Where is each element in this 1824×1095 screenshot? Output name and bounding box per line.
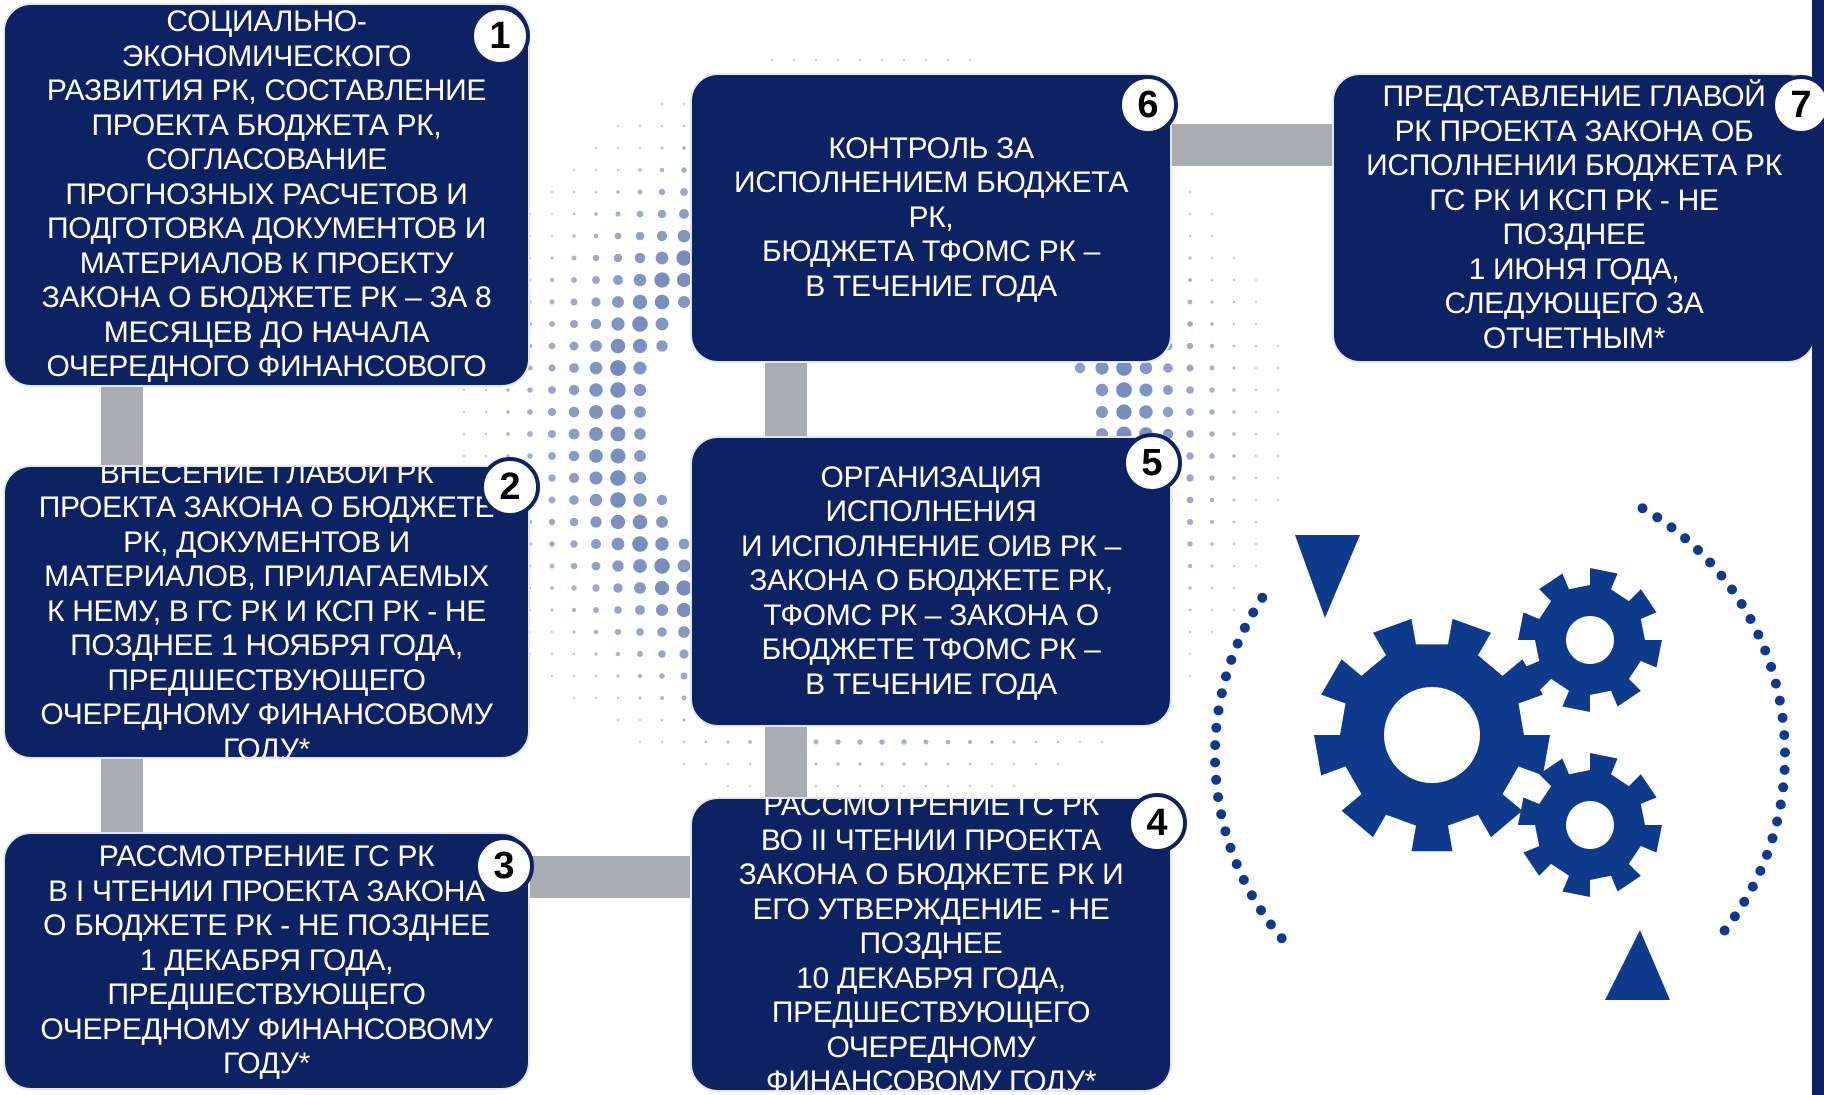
step-text-3: РАССМОТРЕНИЕ ГС РК В I ЧТЕНИИ ПРОЕКТА ЗА… xyxy=(40,840,493,1081)
large-gear-icon xyxy=(1314,618,1550,852)
connector-1-2 xyxy=(101,386,143,468)
connector-2-3 xyxy=(101,757,143,837)
step-box-3: РАССМОТРЕНИЕ ГС РК В I ЧТЕНИИ ПРОЕКТА ЗА… xyxy=(3,832,530,1090)
arrow-head-bottom-icon xyxy=(1605,930,1670,1000)
step-box-6: КОНТРОЛЬ ЗА ИСПОЛНЕНИЕМ БЮДЖЕТА РК, БЮДЖ… xyxy=(690,73,1172,363)
connector-3-4 xyxy=(525,856,691,898)
step-box-1: СОЦИАЛЬНО- ЭКОНОМИЧЕСКОГО РАЗВИТИЯ РК, С… xyxy=(3,3,530,387)
step-text-5: ОРГАНИЗАЦИЯ ИСПОЛНЕНИЯ И ИСПОЛНЕНИЕ ОИВ … xyxy=(740,460,1122,701)
step-number-badge-3: 3 xyxy=(474,836,534,896)
step-number-badge-5: 5 xyxy=(1122,433,1182,493)
step-number-badge-2: 2 xyxy=(480,457,540,517)
step-text-1: СОЦИАЛЬНО- ЭКОНОМИЧЕСКОГО РАЗВИТИЯ РК, С… xyxy=(41,5,492,384)
right-edge-bar xyxy=(1812,0,1824,1095)
step-box-5: ОРГАНИЗАЦИЯ ИСПОЛНЕНИЯ И ИСПОЛНЕНИЕ ОИВ … xyxy=(690,436,1172,727)
step-box-4: РАССМОТРЕНИЕ ГС РК ВО II ЧТЕНИИ ПРОЕКТА … xyxy=(690,797,1172,1092)
step-box-7: ПРЕДСТАВЛЕНИЕ ГЛАВОЙ РК ПРОЕКТА ЗАКОНА О… xyxy=(1332,73,1816,363)
connector-4-5 xyxy=(765,722,807,804)
dotted-cycle-arrows xyxy=(1210,503,1790,944)
small-gear-top-icon xyxy=(1518,568,1662,712)
step-text-7: ПРЕДСТАВЛЕНИЕ ГЛАВОЙ РК ПРОЕКТА ЗАКОНА О… xyxy=(1366,80,1782,355)
small-gear-bottom-icon xyxy=(1518,753,1662,897)
step-number-badge-6: 6 xyxy=(1118,75,1178,135)
step-text-6: КОНТРОЛЬ ЗА ИСПОЛНЕНИЕМ БЮДЖЕТА РК, БЮДЖ… xyxy=(733,131,1129,303)
arrow-head-top-icon xyxy=(1295,535,1360,618)
connector-5-6 xyxy=(765,360,807,440)
connector-6-7 xyxy=(1170,124,1336,166)
step-text-4: РАССМОТРЕНИЕ ГС РК ВО II ЧТЕНИИ ПРОЕКТА … xyxy=(738,797,1124,1092)
step-box-2: ВНЕСЕНИЕ ГЛАВОЙ РК ПРОЕКТА ЗАКОНА О БЮДЖ… xyxy=(3,465,530,759)
step-number-badge-7: 7 xyxy=(1771,75,1824,135)
step-text-2: ВНЕСЕНИЕ ГЛАВОЙ РК ПРОЕКТА ЗАКОНА О БЮДЖ… xyxy=(38,465,495,759)
step-number-badge-4: 4 xyxy=(1127,793,1187,853)
step-number-badge-1: 1 xyxy=(470,6,530,66)
gears-cycle-icon xyxy=(1210,503,1790,1000)
